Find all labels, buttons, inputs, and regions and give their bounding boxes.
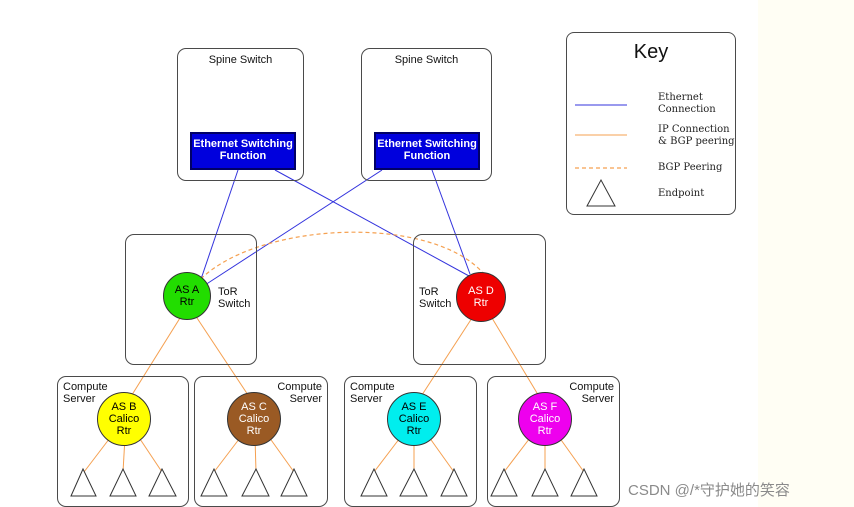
key-panel: Key: [566, 32, 736, 215]
endpoint-triangle-icon: [200, 467, 228, 497]
as-b-calico-router: AS B Calico Rtr: [97, 392, 151, 446]
bgp-peering-arc: [195, 231, 485, 285]
ip-link-a-b: [129, 317, 181, 399]
as-a-router: AS A Rtr: [163, 272, 211, 320]
compute-server-label: Compute Server: [277, 381, 322, 405]
key-ethernet-label: Ethernet Connection: [658, 92, 716, 115]
spine-switch-2: Spine Switch: [361, 48, 492, 181]
as-f-calico-router: AS F Calico Rtr: [518, 392, 572, 446]
watermark: CSDN @/*守护她的笑容: [628, 482, 790, 499]
key-ip-label: IP Connection & BGP peering: [658, 124, 735, 147]
endpoint-triangle-icon: [241, 467, 270, 497]
tor-switch-label: ToR Switch: [218, 286, 251, 310]
endpoint-triangle-icon: [109, 467, 137, 497]
ethernet-switching-function: Ethernet Switching Function: [190, 132, 296, 170]
key-endpoint-label: Endpoint: [658, 188, 705, 199]
endpoint-triangle-icon: [531, 467, 559, 497]
spine-switch-1: Spine Switch: [177, 48, 304, 181]
background-tint: [758, 0, 854, 507]
ip-link-a-c: [196, 317, 251, 399]
key-title: Key: [633, 41, 669, 63]
endpoints: [70, 467, 598, 497]
tor-switch-left: ToR Switch: [125, 234, 257, 365]
ip-link-d-e: [419, 317, 473, 399]
as-d-router: AS D Rtr: [456, 272, 506, 322]
compute-server-label: Compute Server: [350, 381, 395, 405]
compute-server-label: Compute Server: [569, 381, 614, 405]
endpoint-triangle-icon: [570, 467, 598, 497]
compute-server-label: Compute Server: [63, 381, 108, 405]
ethernet-link-spine2-tora: [204, 169, 383, 286]
endpoint-triangle-icon: [280, 467, 308, 497]
endpoint-triangle-icon: [440, 467, 468, 497]
endpoint-triangle-icon: [70, 467, 97, 497]
spine-switch-title: Spine Switch: [394, 54, 459, 66]
key-bgp-label: BGP Peering: [658, 162, 723, 173]
endpoint-triangle-icon: [148, 467, 177, 497]
ip-link-d-f: [491, 317, 541, 399]
ethernet-link-spine1-tora: [198, 169, 239, 286]
spine-switch-title: Spine Switch: [208, 54, 273, 66]
ethernet-link-spine1-tord: [274, 169, 481, 283]
key-endpoint-triangle-icon: [586, 178, 616, 207]
endpoint-triangle-icon: [490, 467, 518, 497]
endpoint-triangle-icon: [399, 467, 428, 497]
ethernet-switching-function: Ethernet Switching Function: [374, 132, 480, 170]
tor-switch-right: ToR Switch: [413, 234, 546, 365]
as-c-calico-router: AS C Calico Rtr: [227, 392, 281, 446]
as-e-calico-router: AS E Calico Rtr: [387, 392, 441, 446]
tor-switch-label: ToR Switch: [419, 286, 452, 310]
endpoint-triangle-icon: [360, 467, 388, 497]
